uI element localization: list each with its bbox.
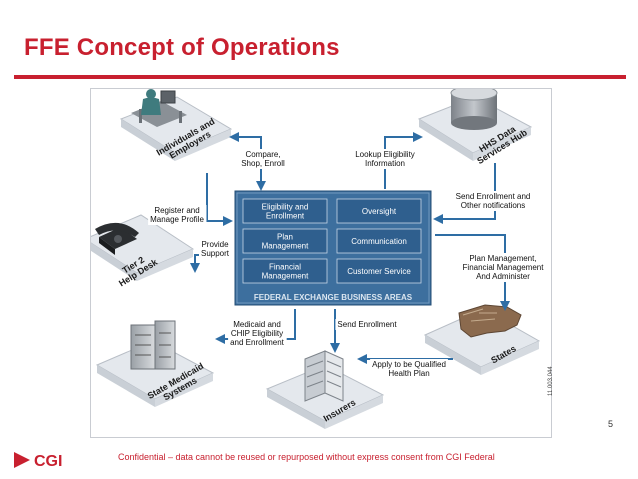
business-area-label-line: Communication bbox=[351, 237, 407, 246]
diagram-canvas: Eligibility andEnrollmentOversightPlanMa… bbox=[91, 89, 547, 429]
business-area-label-line: Management bbox=[262, 242, 309, 251]
flow-label-register-manage-profile-line: Manage Profile bbox=[150, 215, 204, 224]
flow-label-medicaid-chip-background bbox=[228, 319, 287, 348]
flow-label-medicaid-chip-line: Medicaid and bbox=[233, 320, 281, 329]
business-area-label-line: Financial bbox=[269, 263, 301, 272]
flow-label-plan-management-background bbox=[460, 253, 547, 282]
flow-label-apply-qualified-health-plan-line: Health Plan bbox=[388, 369, 429, 378]
business-area-label-line: Customer Service bbox=[347, 267, 411, 276]
flow-label-provide-support-line: Provide bbox=[201, 240, 229, 249]
flow-label-register-manage-profile-line: Register and bbox=[154, 206, 199, 215]
flow-label-plan-management-line: Plan Management, bbox=[469, 254, 536, 263]
hub-caption: FEDERAL EXCHANGE BUSINESS AREAS bbox=[254, 293, 413, 302]
confidentiality-notice: Confidential – data cannot be reused or … bbox=[118, 452, 495, 462]
flow-label-medicaid-chip-line: and Enrollment bbox=[230, 338, 285, 347]
server-rack-icon bbox=[130, 320, 176, 370]
flow-label-lookup-eligibility-line: Lookup Eligibility bbox=[355, 150, 415, 159]
arrow-lookup bbox=[384, 132, 423, 189]
business-area-label-line: Oversight bbox=[362, 207, 397, 216]
business-area-box bbox=[242, 228, 328, 254]
business-area-box bbox=[336, 228, 422, 254]
flow-label-apply-qualified-health-plan-line: Apply to be Qualified bbox=[372, 360, 446, 369]
flow-label-send-enrollment-background bbox=[335, 319, 400, 330]
document-code: 11.003.044 bbox=[548, 366, 554, 396]
flow-label-medicaid-chip-line: CHIP Eligibility bbox=[231, 329, 283, 338]
page-number: 5 bbox=[608, 419, 614, 429]
flow-label-register-manage-profile-background bbox=[148, 205, 207, 225]
flow-label-plan-management-line: Financial Management bbox=[463, 263, 545, 272]
business-area-label-line: Eligibility and bbox=[262, 203, 309, 212]
arrow-register bbox=[206, 173, 233, 226]
flow-label-compare-shop-enroll-background bbox=[239, 149, 288, 169]
business-area-box bbox=[242, 198, 328, 224]
database-cylinder-icon bbox=[450, 89, 498, 130]
flow-label-compare-shop-enroll: Compare,Shop, Enroll bbox=[241, 150, 285, 168]
arrow-notifications bbox=[433, 163, 496, 224]
business-area-label-line: Enrollment bbox=[266, 212, 305, 221]
flow-label-send-enrollment-line: Send Enrollment bbox=[337, 320, 397, 329]
business-area-label: Customer Service bbox=[347, 267, 411, 276]
flow-label-lookup-eligibility-line: Information bbox=[365, 159, 405, 168]
cgi-logo-mark bbox=[14, 452, 30, 468]
cgi-logo-text: CGI bbox=[34, 453, 62, 470]
us-map-icon bbox=[458, 304, 522, 338]
telephone-icon bbox=[95, 222, 139, 255]
flow-label-provide-support-background bbox=[198, 239, 232, 259]
office-building-icon bbox=[304, 350, 344, 402]
business-area-label: Communication bbox=[351, 237, 407, 246]
flow-label-send-enrollment: Send Enrollment bbox=[337, 320, 397, 329]
person-at-desk-icon bbox=[131, 89, 187, 127]
business-area-label-line: Management bbox=[262, 272, 309, 281]
flow-label-apply-qualified-health-plan-background bbox=[370, 359, 448, 379]
flow-label-lookup-eligibility-background bbox=[353, 149, 417, 169]
cgi-logo: CGI bbox=[14, 452, 62, 470]
slide-title: FFE Concept of Operations bbox=[24, 34, 340, 61]
business-area-box bbox=[336, 198, 422, 224]
flow-label-compare-shop-enroll-line: Shop, Enroll bbox=[241, 159, 285, 168]
flow-label-provide-support-line: Support bbox=[201, 249, 230, 258]
flow-label-compare-shop-enroll-line: Compare, bbox=[245, 150, 280, 159]
flow-label-send-enrollment-notifications-background bbox=[453, 191, 533, 211]
flow-label-send-enrollment-notifications-line: Send Enrollment and bbox=[456, 192, 531, 201]
flow-label-send-enrollment-notifications-line: Other notifications bbox=[461, 201, 525, 210]
business-area-label: Oversight bbox=[362, 207, 397, 216]
business-area-box bbox=[336, 258, 422, 284]
business-area-label-line: Plan bbox=[277, 233, 293, 242]
business-area-box bbox=[242, 258, 328, 284]
arrow-plan-mgmt bbox=[435, 234, 510, 311]
flow-label-plan-management-line: And Administer bbox=[476, 272, 530, 281]
title-underline bbox=[14, 75, 626, 79]
